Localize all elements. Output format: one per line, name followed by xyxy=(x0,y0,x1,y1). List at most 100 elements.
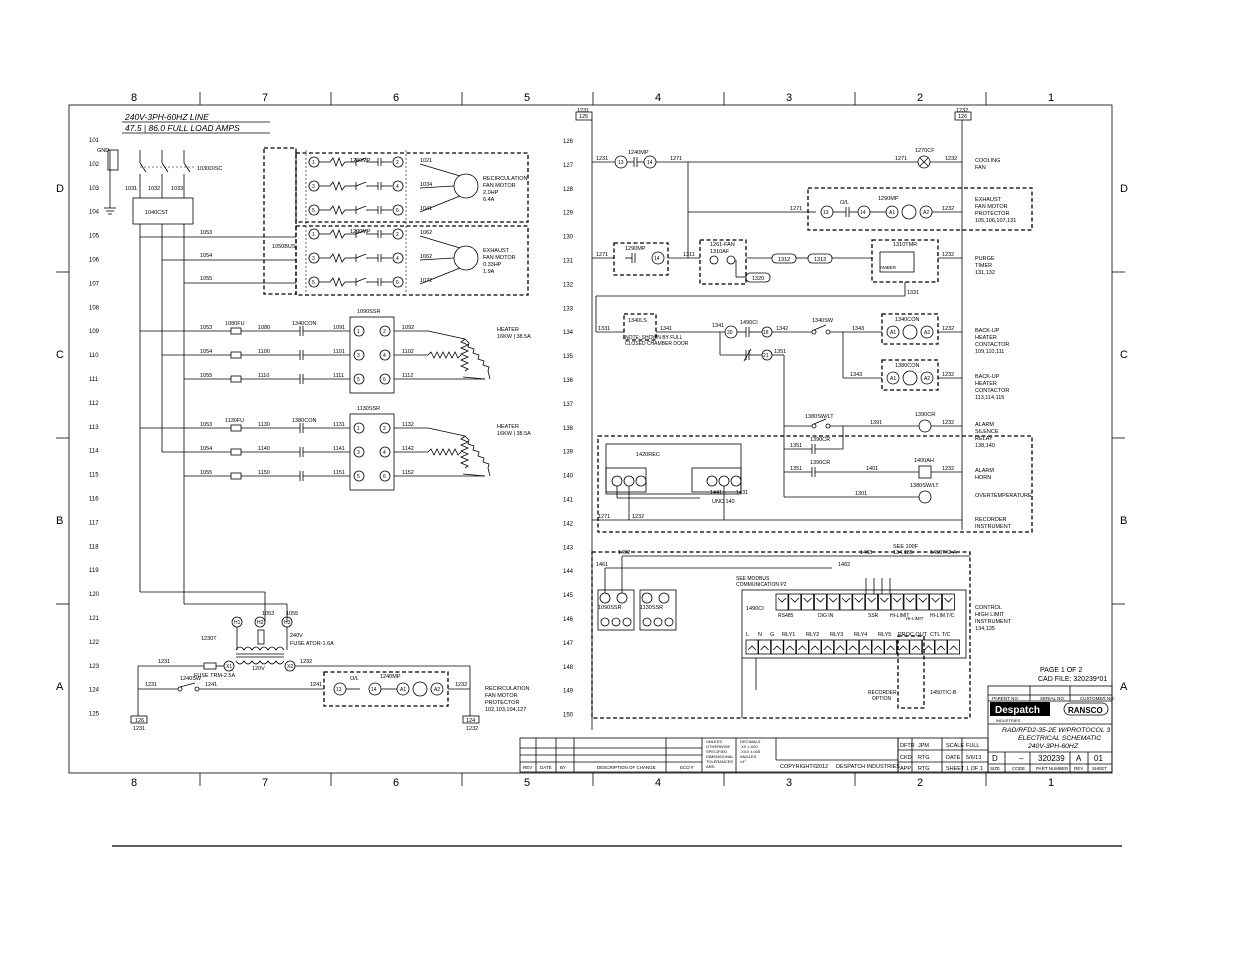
zone-top-3: 3 xyxy=(786,92,792,104)
svg-text:1492: 1492 xyxy=(618,550,630,556)
zone-top-8: 8 xyxy=(131,92,137,104)
zone-right-D: D xyxy=(1120,183,1128,195)
title-cell: FULL xyxy=(966,743,979,749)
svg-text:2: 2 xyxy=(396,232,399,238)
rung-148: 148 xyxy=(563,665,574,671)
rung-128: 128 xyxy=(563,187,574,193)
svg-text:COPYRIGHT©: COPYRIGHT© xyxy=(780,763,817,770)
svg-text:1130SSR: 1130SSR xyxy=(640,605,663,611)
svg-text:1055: 1055 xyxy=(286,611,298,617)
svg-text:5: 5 xyxy=(312,208,315,214)
main-contactor xyxy=(132,197,194,225)
svg-text:1231: 1231 xyxy=(133,726,145,732)
svg-text:1310AF: 1310AF xyxy=(710,249,730,255)
rung-143: 143 xyxy=(563,545,574,551)
svg-text:4: 4 xyxy=(396,184,399,190)
zone-bottom-8: 8 xyxy=(131,777,137,789)
svg-text:DIG IN: DIG IN xyxy=(818,613,834,619)
label: 1140 xyxy=(258,446,270,452)
svg-text:SERIAL NO.: SERIAL NO. xyxy=(1040,696,1065,701)
svg-text:O/L: O/L xyxy=(840,200,849,206)
svg-text:X2: X2 xyxy=(287,664,293,670)
label: 1091 xyxy=(333,325,345,331)
exhaust-motor-symbol xyxy=(453,245,479,271)
svg-text:PURGE: PURGE xyxy=(975,256,995,262)
svg-text:3: 3 xyxy=(312,184,315,190)
svg-text:RS485: RS485 xyxy=(778,613,794,619)
svg-text:OTHERWISE: OTHERWISE xyxy=(706,744,730,749)
ransco-logo xyxy=(1063,702,1109,716)
svg-text:1441: 1441 xyxy=(710,490,722,496)
svg-text:CODE: CODE xyxy=(1012,766,1025,771)
label: 1053 xyxy=(200,422,212,428)
svg-text:A2: A2 xyxy=(434,687,440,693)
zone-bottom-6: 6 xyxy=(393,777,399,789)
svg-text:1380CON: 1380CON xyxy=(895,363,919,369)
label: HEATER xyxy=(497,424,519,430)
main-contactor-label: 1040CST xyxy=(145,210,169,216)
svg-text:1400AH: 1400AH xyxy=(914,458,934,464)
svg-text:6: 6 xyxy=(396,280,399,286)
svg-text:SILENCE: SILENCE xyxy=(975,429,999,435)
rung-114: 114 xyxy=(89,449,99,455)
svg-text:1232: 1232 xyxy=(632,514,644,520)
label: 1130 xyxy=(258,422,270,428)
svg-text:6: 6 xyxy=(396,208,399,214)
label: 1112 xyxy=(402,373,413,379)
title-cell: 1 OF 1 xyxy=(966,766,983,772)
svg-text:126: 126 xyxy=(135,718,144,724)
svg-text:ANGLES: ANGLES xyxy=(740,754,757,759)
svg-text:1054: 1054 xyxy=(200,253,212,259)
ssr-label: 1130SSR xyxy=(357,406,380,412)
svg-text:X1: X1 xyxy=(226,664,232,670)
rung-117: 117 xyxy=(89,520,99,526)
svg-text:2: 2 xyxy=(383,426,386,432)
zone-top-6: 6 xyxy=(393,92,399,104)
rung-150: 150 xyxy=(563,713,574,719)
svg-text:1431: 1431 xyxy=(736,490,748,496)
rung-141: 141 xyxy=(563,498,574,504)
svg-text:1232: 1232 xyxy=(942,466,954,472)
svg-text:1231: 1231 xyxy=(158,659,170,665)
controller-terminal-label: PROC OUT xyxy=(898,632,928,638)
svg-text:AMBER: AMBER xyxy=(880,265,897,270)
zone-top-5: 5 xyxy=(524,92,530,104)
svg-text:DECIMALS: DECIMALS xyxy=(740,739,761,744)
fuse-label: 1080FU xyxy=(225,321,245,327)
contactor-label: 1380CON xyxy=(292,418,316,424)
svg-text:14: 14 xyxy=(371,687,377,693)
label: 1111 xyxy=(333,373,344,379)
rung-124: 124 xyxy=(89,688,100,694)
svg-text:1271: 1271 xyxy=(670,156,682,162)
recorder-box xyxy=(597,435,1033,533)
rung-120: 120 xyxy=(89,592,100,598)
controller-terminal-label: RLY1 xyxy=(782,632,795,638)
rung-105: 105 xyxy=(89,234,100,240)
rung-115: 115 xyxy=(89,473,99,479)
svg-text:ALARM: ALARM xyxy=(975,468,994,474)
svg-text:6.4A: 6.4A xyxy=(483,197,495,203)
svg-text:125: 125 xyxy=(579,114,588,120)
svg-text:Despatch: Despatch xyxy=(995,705,1040,716)
svg-text:1490CI: 1490CI xyxy=(740,320,758,326)
svg-text:1462: 1462 xyxy=(838,562,850,568)
zone-left-A: A xyxy=(56,681,64,693)
svg-text:1032: 1032 xyxy=(148,186,160,192)
rung-113: 113 xyxy=(89,425,99,431)
svg-text:PROTECTOR: PROTECTOR xyxy=(975,211,1009,217)
svg-text:13: 13 xyxy=(823,210,829,216)
svg-text:1090SSR: 1090SSR xyxy=(598,605,622,611)
svg-text:1041: 1041 xyxy=(420,206,432,212)
title-block: PARENT NO. SERIAL NO. CUSTOMER NO. Despa… xyxy=(519,685,1115,773)
svg-text:EXHAUST: EXHAUST xyxy=(483,248,510,254)
svg-text:134,135: 134,135 xyxy=(893,550,913,556)
rung-139: 139 xyxy=(563,450,574,456)
svg-text:320239: 320239 xyxy=(1038,754,1065,763)
svg-text:1062: 1062 xyxy=(420,230,432,236)
svg-text:RAD/RFD2-35-2E W/PROTOCOL 3: RAD/RFD2-35-2E W/PROTOCOL 3 xyxy=(1002,727,1110,734)
svg-text:A1: A1 xyxy=(400,687,406,693)
svg-text:1: 1 xyxy=(312,160,315,166)
rung-142: 142 xyxy=(563,521,574,527)
